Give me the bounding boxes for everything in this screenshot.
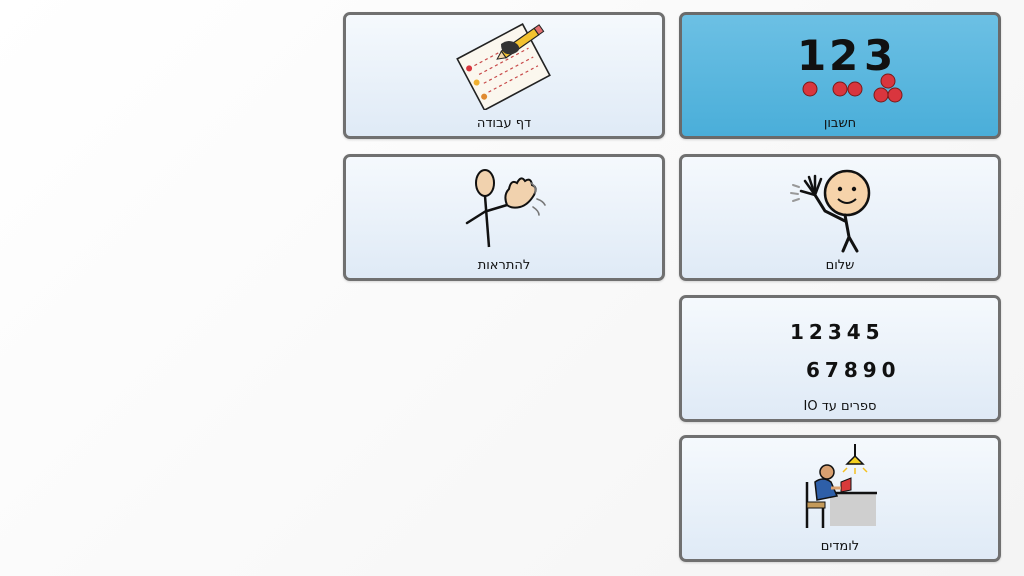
tile-label: לומדים: [820, 539, 860, 554]
studying-at-desk-icon: [682, 442, 998, 534]
svg-text:1: 1: [797, 31, 826, 80]
numbers-row-1: 12345: [790, 320, 885, 344]
worksheet-pencil-icon: [346, 19, 662, 111]
numbers-to-ten-icon: 12345 67890: [682, 302, 998, 394]
tile-math[interactable]: 1 2 3 חשבון: [679, 12, 1001, 139]
tile-label: ספרים עד IO: [803, 399, 877, 414]
tile-label: להתראות: [477, 258, 531, 273]
tile-studying[interactable]: לומדים: [679, 435, 1001, 562]
numbers-row-2: 67890: [806, 358, 901, 382]
goodbye-wave-icon: [346, 161, 662, 253]
tile-worksheet[interactable]: דף עבודה: [343, 12, 665, 139]
tile-hello[interactable]: שלום: [679, 154, 1001, 281]
svg-text:2: 2: [829, 31, 858, 80]
tile-label: דף עבודה: [476, 116, 532, 131]
numbers-123-icon: 1 2 3: [682, 19, 998, 111]
tile-label: חשבון: [823, 116, 857, 131]
tile-numbers[interactable]: 12345 67890 ספרים עד IO: [679, 295, 1001, 422]
waving-person-icon: [682, 161, 998, 253]
tile-goodbye[interactable]: להתראות: [343, 154, 665, 281]
tile-label: שלום: [825, 258, 855, 273]
svg-text:3: 3: [864, 31, 893, 80]
